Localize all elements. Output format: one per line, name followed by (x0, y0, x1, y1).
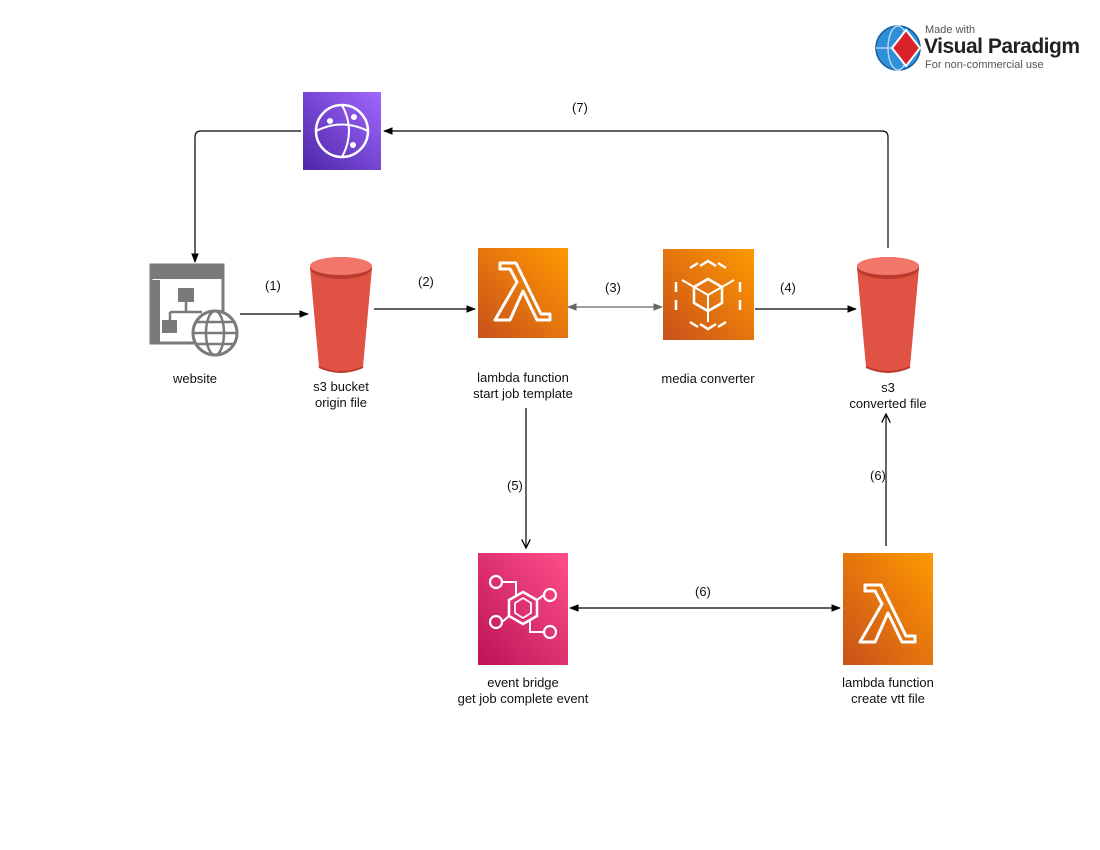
media-convert-icon (663, 249, 754, 340)
event-bridge-icon (478, 553, 568, 665)
step-7-label: (7) (572, 100, 588, 115)
step-1-label: (1) (265, 278, 281, 293)
s3-origin-label-line1: s3 bucket (313, 379, 369, 394)
watermark-line3: For non-commercial use (925, 59, 1044, 71)
edge-cloudfront-to-website (191, 130, 301, 263)
step-5-label: (5) (507, 478, 523, 493)
lambda-vtt-label-line1: lambda function (842, 675, 934, 690)
watermark-brand: Visual Paradigm (924, 35, 1080, 58)
s3-converted-label-line1: s3 (881, 380, 895, 395)
edge-7-s3-to-cloudfront (383, 127, 889, 248)
lambda-start-icon (478, 248, 568, 338)
watermark-line1: Made with (925, 24, 976, 36)
event-bridge-label-line1: event bridge (487, 675, 559, 690)
lambda-start-label-line1: lambda function (477, 370, 569, 385)
step-6-vertical-label: (6) (870, 468, 886, 483)
lambda-vtt-label-line2: create vtt file (851, 691, 925, 706)
event-bridge-label-line2: get job complete event (457, 691, 589, 706)
connectors (191, 127, 889, 612)
s3-converted-label-line2: converted file (849, 396, 927, 411)
cloudfront-icon (303, 92, 381, 170)
website-icon (149, 263, 239, 357)
step-2-label: (2) (418, 274, 434, 289)
media-converter-label: media converter (661, 371, 755, 386)
s3-converted-bucket-icon (857, 257, 919, 373)
step-6-horizontal-label: (6) (695, 584, 711, 599)
lambda-start-label-line2: start job template (473, 386, 573, 401)
s3-origin-label-line2: origin file (314, 395, 368, 410)
step-4-label: (4) (780, 280, 796, 295)
s3-origin-bucket-icon (310, 257, 372, 373)
step-3-label: (3) (605, 280, 621, 295)
visual-paradigm-logo-icon (875, 25, 922, 71)
website-label: website (172, 371, 218, 386)
lambda-vtt-icon (843, 553, 933, 665)
